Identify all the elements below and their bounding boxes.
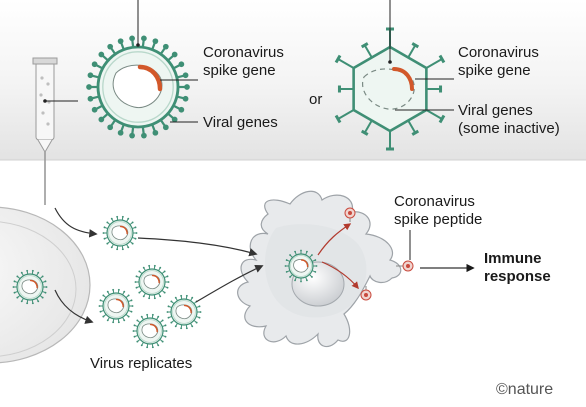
virus-replicates-label: Virus replicates — [90, 355, 193, 372]
left-viral-genes-label: Viral genes — [203, 114, 278, 131]
petri-dish — [0, 206, 91, 364]
small-virus — [98, 288, 134, 324]
small-virus — [132, 313, 168, 349]
right-spike-gene-label-line2: spike gene — [458, 62, 531, 79]
spherical-virus — [86, 35, 190, 139]
test-tube — [32, 57, 78, 175]
nature-credit: ©nature — [496, 381, 554, 398]
flow-arrows — [54, 207, 475, 324]
presentation-arrows — [317, 223, 359, 290]
spike-peptide-label-line2: spike peptide — [394, 211, 483, 228]
small-virus — [134, 264, 170, 300]
replicated-viruses — [12, 215, 202, 349]
or-label: or — [309, 91, 323, 108]
dendritic-cell — [237, 190, 402, 348]
virus-inside-cell — [284, 249, 318, 283]
right-viral-genes-label-line1: Viral genes — [458, 102, 533, 119]
immune-response-label-line1: Immune — [484, 250, 542, 267]
top-leader-lines — [136, 0, 454, 123]
small-virus — [166, 294, 202, 330]
immune-response-label-line2: response — [484, 268, 551, 285]
spike-peptides — [344, 207, 414, 301]
spike-peptide-label-line1: Coronavirus — [394, 193, 475, 210]
left-spike-gene-label-line1: Coronavirus — [203, 44, 284, 61]
left-spike-gene-label-line2: spike gene — [203, 62, 276, 79]
small-virus — [102, 215, 138, 251]
small-virus — [12, 269, 48, 305]
right-spike-gene-label-line1: Coronavirus — [458, 44, 539, 61]
right-viral-genes-label-line2: (some inactive) — [458, 120, 560, 137]
